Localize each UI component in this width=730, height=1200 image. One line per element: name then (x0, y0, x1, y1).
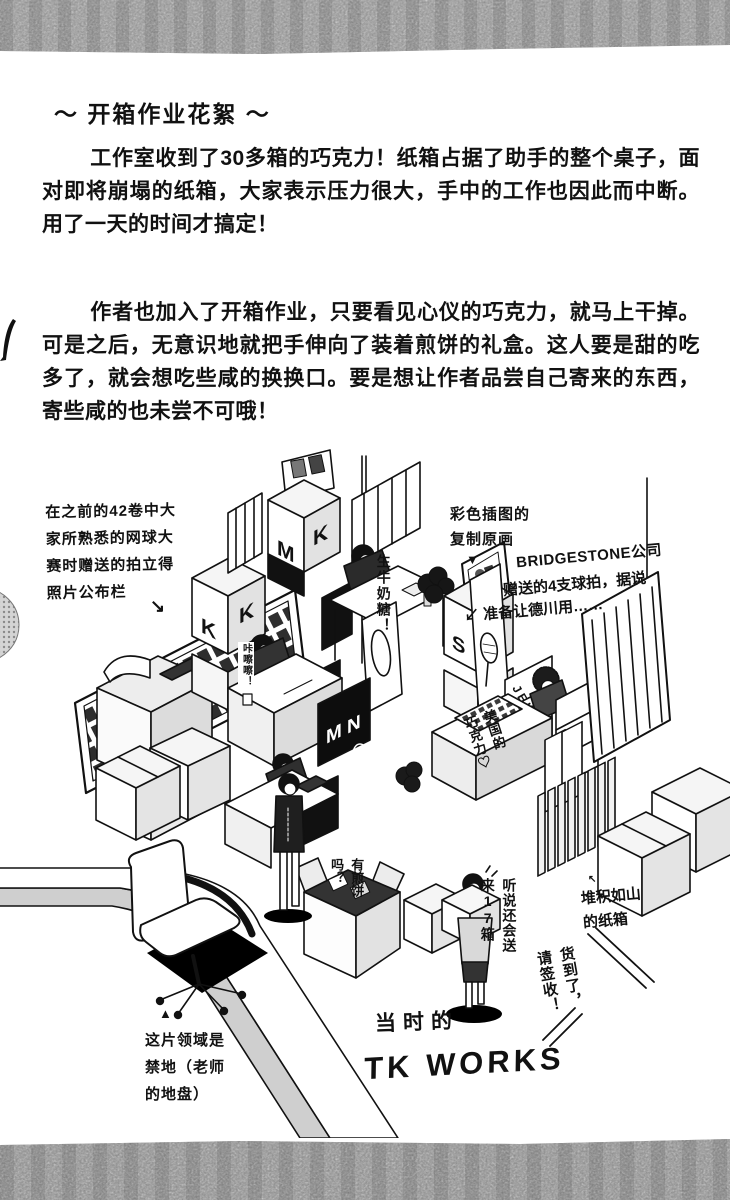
curved-arrow-icon: ↘ (150, 596, 166, 616)
box-mk: M K (267, 449, 341, 597)
window-partitions (227, 461, 421, 574)
delivery-person (441, 865, 502, 1023)
label-more-boxes: 听说还会送 来17箱 (479, 878, 518, 953)
slat-rack (581, 571, 671, 763)
standing-person (264, 773, 312, 923)
boxes-right (597, 767, 730, 917)
speed-lines (542, 927, 655, 1047)
screentone-ball (0, 585, 22, 670)
tray-stack (537, 720, 616, 877)
label-piled-boxes: 堆积如山 的纸箱 (580, 885, 642, 932)
caption-at-that-time: 当时的 (374, 1009, 460, 1036)
up-arrow-icon: ▲ (159, 1006, 172, 1021)
svg-text:K: K (201, 613, 216, 644)
svg-text:M: M (277, 535, 294, 567)
down-arrow-icon: ▼ (466, 552, 479, 567)
label-caramel: 生牛奶糖！ (375, 554, 392, 634)
plant-2 (395, 761, 423, 793)
desk-right (431, 693, 553, 801)
bottom-texture-art (0, 1139, 730, 1200)
label-forbidden-area: 这片领域是 禁地（老师 的地盘） (145, 1032, 226, 1103)
open-box (295, 857, 465, 979)
label-senbei: 有煎饼 吗？ (329, 858, 365, 897)
racket-panel (469, 563, 510, 717)
studio-drawing: K K M K (0, 449, 730, 1138)
svg-text:K: K (239, 597, 254, 628)
label-munching-sfx: 咔嚓嚓！ (238, 642, 254, 688)
label-polaroid-board: 在之前的42卷中大 家所熟悉的网球大 赛时赠送的拍立得 照片公布栏 (45, 501, 177, 603)
svg-text:N: N (347, 711, 361, 739)
office-chair (127, 839, 247, 1020)
panel-mn: M N (317, 677, 371, 767)
up-left-arrow-icon: ↖ (588, 874, 597, 885)
bottom-texture-band (0, 1137, 730, 1200)
down-left-arrow-icon: ↙ (463, 606, 485, 626)
svg-text:S: S (452, 630, 465, 659)
top-texture-art (0, 0, 730, 54)
svg-text:K: K (313, 519, 328, 550)
section-title: ～ 开箱作业花絮 ～ (54, 101, 271, 127)
paragraph-2: 作者也加入了开箱作业，只要看见心仪的巧克力，就马上干掉。可是之后，无意识地就把手… (42, 301, 700, 423)
studio-illustration: K K M K (0, 448, 730, 1138)
paragraph-1: 工作室收到了30多箱的巧克力！纸箱占据了助手的整个桌子，面对即将崩塌的纸箱，大家… (42, 147, 700, 236)
margin-ink-mark (0, 318, 16, 367)
boxes-left (95, 727, 231, 841)
chair-shadow (147, 918, 268, 993)
label-color-art: 彩色插图的 复制原画 (450, 506, 531, 548)
svg-text:M: M (326, 720, 342, 749)
top-texture-band (0, 0, 730, 61)
